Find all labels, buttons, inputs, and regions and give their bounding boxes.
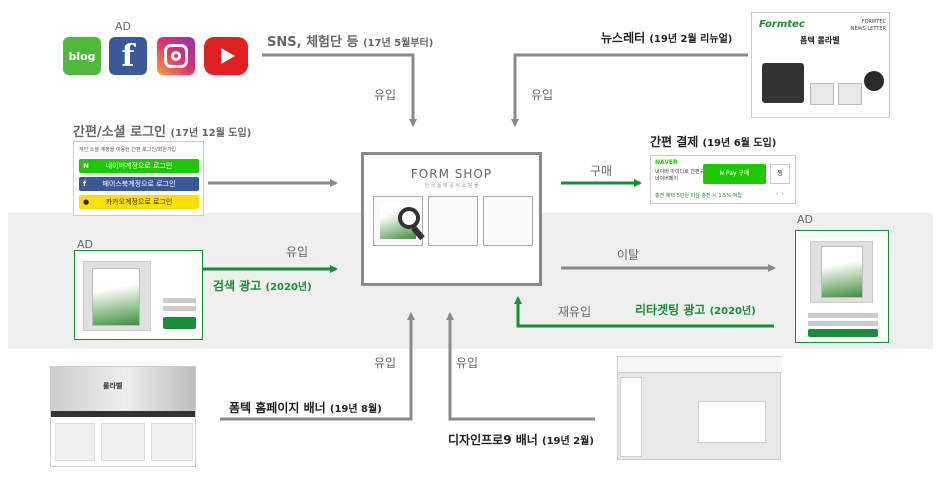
search-ad-label: AD bbox=[77, 238, 93, 251]
blog-icon: blog bbox=[63, 37, 101, 75]
retarget-ad-card[interactable] bbox=[795, 230, 889, 343]
formshop-tagline: 한 국 폼 텍 공 식 쇼 핑 몰 bbox=[424, 183, 479, 189]
inflow-label-search: 유입 bbox=[286, 245, 309, 259]
search-ad-button[interactable] bbox=[163, 317, 196, 329]
sns-ad-label: AD bbox=[115, 20, 131, 33]
npay-button[interactable]: N Pay 구매 bbox=[703, 164, 766, 184]
retarget-title: 리타겟팅 광고 (2020년) bbox=[635, 303, 756, 317]
login-header: 개인 소셜 계정을 이용한 간편 로그인/회원가입 bbox=[79, 147, 177, 153]
inflow-label-designpro: 유입 bbox=[456, 356, 479, 370]
homepage-banner-thumbnail[interactable]: 롤라벨 bbox=[50, 366, 196, 467]
newsletter-product: 폼텍 롤라벨 bbox=[800, 36, 840, 45]
designpro-title: 디자인프로9 배너 (19년 2월) bbox=[448, 433, 594, 447]
newsletter-heading: FORMTEC NEWS LETTER bbox=[850, 19, 886, 32]
payment-title: 간편 결제 (19년 6월 도입) bbox=[650, 135, 777, 149]
npay-footer: 충전 혜택 5만원 이상 충전 시 1.5% 적립 bbox=[655, 193, 742, 199]
naver-logo: NAVER bbox=[655, 159, 678, 166]
arrow-newsletter bbox=[511, 53, 748, 127]
retarget-ad-label: AD bbox=[797, 213, 813, 226]
instagram-icon bbox=[157, 37, 195, 75]
printer-image bbox=[762, 63, 804, 103]
formshop-logo: FORM SHOP bbox=[410, 167, 493, 181]
search-ad-card[interactable] bbox=[74, 250, 203, 340]
kakao-login-button[interactable]: ●카카오계정으로 로그인 bbox=[79, 195, 199, 209]
inflow-label-newsletter: 유입 bbox=[531, 88, 554, 102]
arrow-retarget bbox=[514, 296, 774, 328]
product-cell-2[interactable] bbox=[428, 196, 478, 246]
npay-widget: NAVER 네이버 아이디로 간편구매 네이버페이 N Pay 구매 찜 충전 … bbox=[650, 155, 796, 204]
purchase-label: 구매 bbox=[590, 164, 613, 178]
retarget-ad-button[interactable] bbox=[808, 329, 878, 337]
product-cell-3[interactable] bbox=[483, 196, 533, 246]
arrow-banner bbox=[220, 312, 415, 421]
login-title: 간편/소셜 로그인 (17년 12월 도입) bbox=[73, 125, 252, 140]
npay-nav[interactable]: ‹ › bbox=[776, 190, 784, 198]
newsletter-brand: Formtec bbox=[759, 19, 805, 30]
reinflow-label: 재유입 bbox=[558, 305, 592, 319]
search-ad-title: 검색 광고 (2020년) bbox=[213, 279, 312, 293]
magnifier-icon bbox=[398, 207, 425, 241]
formshop-box: FORM SHOP 한 국 폼 텍 공 식 쇼 핑 몰 bbox=[361, 152, 542, 286]
newsletter-title: 뉴스레터 (19년 2월 리뉴얼) bbox=[601, 31, 733, 45]
arrow-designpro bbox=[446, 312, 595, 421]
banner-title: 폼텍 홈페이지 배너 (19년 8월) bbox=[229, 401, 382, 415]
sns-title: SNS, 체험단 등 (17년 5월부터) bbox=[267, 35, 434, 50]
inflow-label-sns: 유입 bbox=[374, 88, 397, 102]
wishlist-button[interactable]: 찜 bbox=[770, 164, 790, 184]
banner-label: 롤라벨 bbox=[103, 382, 123, 390]
arrow-sns bbox=[262, 53, 417, 127]
youtube-icon bbox=[204, 37, 248, 75]
exit-label: 이탈 bbox=[617, 248, 640, 262]
facebook-icon: f bbox=[109, 37, 147, 75]
designpro-thumbnail[interactable] bbox=[617, 356, 782, 460]
newsletter-thumbnail[interactable]: Formtec FORMTEC NEWS LETTER 폼텍 롤라벨 bbox=[751, 12, 890, 118]
inflow-label-banner: 유입 bbox=[374, 356, 397, 370]
